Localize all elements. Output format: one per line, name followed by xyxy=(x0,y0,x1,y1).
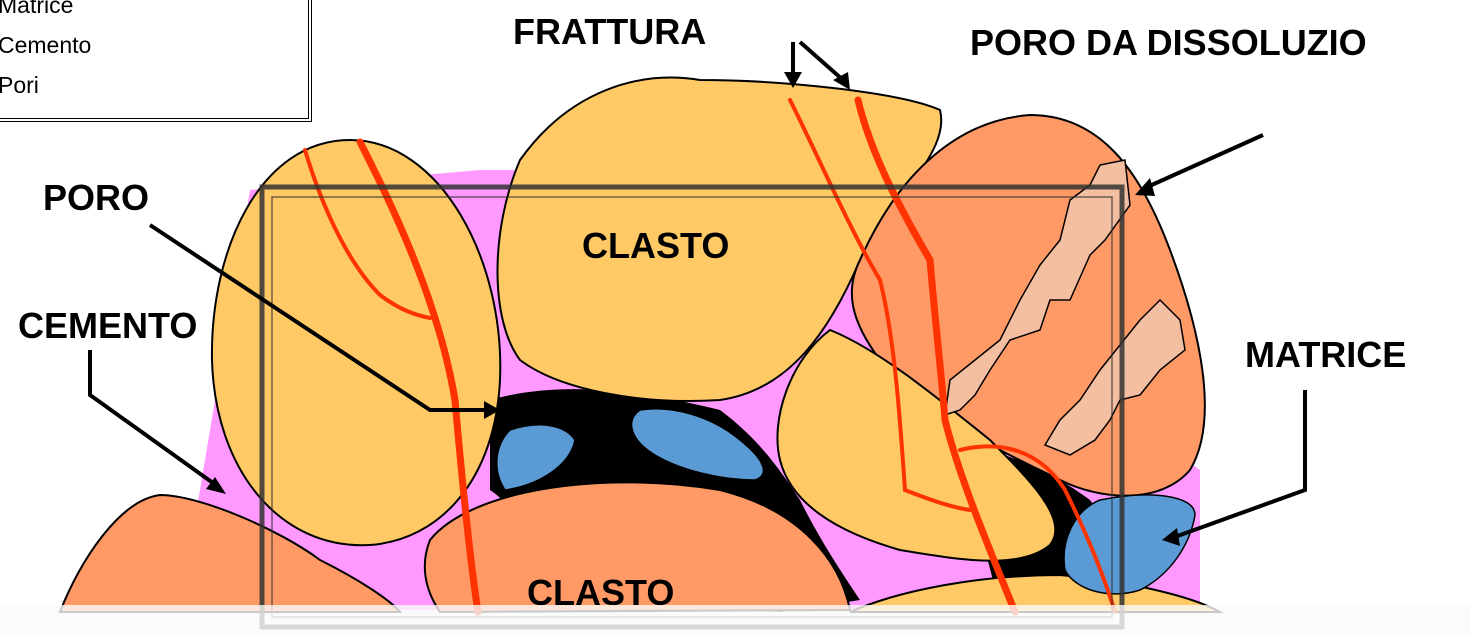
arrow-cemento xyxy=(90,350,220,488)
label-matrice: MATRICE xyxy=(1245,337,1406,373)
label-frattura: FRATTURA xyxy=(513,14,706,50)
legend-box: Matrice Cemento Pori xyxy=(0,0,312,122)
legend-item-matrice: Matrice xyxy=(0,0,73,17)
label-clasto-top: CLASTO xyxy=(582,228,729,264)
label-poro-dissoluzione: PORO DA DISSOLUZIO xyxy=(970,25,1367,61)
legend-item-pori: Pori xyxy=(0,74,39,97)
legend-item-cemento: Cemento xyxy=(0,34,91,57)
label-cemento: CEMENTO xyxy=(18,308,197,344)
label-poro: PORO xyxy=(43,180,149,216)
bottom-fade-overlay xyxy=(0,605,1470,636)
arrow-frattura-right xyxy=(800,42,843,80)
arrow-dissoluzione xyxy=(1145,135,1263,188)
